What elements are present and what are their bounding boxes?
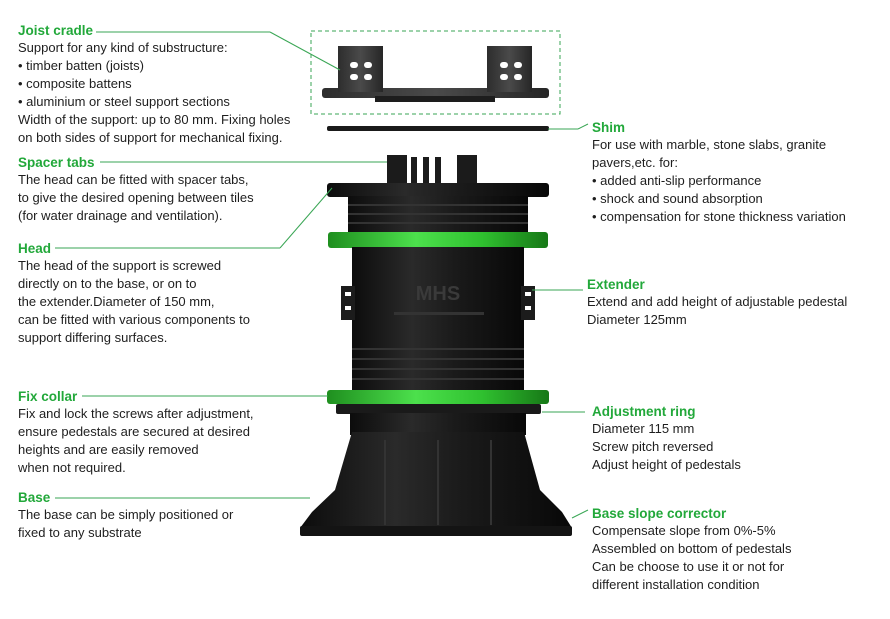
shim xyxy=(327,126,549,131)
joist-cradle-line: on both sides of support for mechanical … xyxy=(18,130,283,145)
shim-line: For use with marble, stone slabs, granit… xyxy=(592,137,827,152)
joist-cradle-line: • aluminium or steel support sections xyxy=(18,94,230,109)
spacer-tabs-title: Spacer tabs xyxy=(18,155,95,170)
joist-cradle xyxy=(322,46,549,102)
extender-line: Diameter 125mm xyxy=(587,312,687,327)
base-slope-corrector-title: Base slope corrector xyxy=(592,506,727,521)
callout-spacer-tabs: Spacer tabs The head can be fitted with … xyxy=(18,154,254,225)
joist-cradle-line: • composite battens xyxy=(18,76,132,91)
brand-logo: MHS xyxy=(416,283,460,305)
head-line: the extender.Diameter of 150 mm, xyxy=(18,294,215,309)
joist-cradle-line: Support for any kind of substructure: xyxy=(18,40,228,55)
joist-cradle-line: • timber batten (joists) xyxy=(18,58,144,73)
callout-extender: Extender Extend and add height of adjust… xyxy=(587,276,847,329)
spacer-tabs xyxy=(387,155,477,187)
joist-cradle-frame xyxy=(310,30,561,115)
joist-cradle-line: Width of the support: up to 80 mm. Fixin… xyxy=(18,112,291,127)
spacer-tabs-line: The head can be fitted with spacer tabs, xyxy=(18,172,249,187)
head-title: Head xyxy=(18,241,52,256)
callout-base-slope-corrector: Base slope corrector Compensate slope fr… xyxy=(592,505,791,594)
base xyxy=(300,413,572,536)
base-slope-corrector-line: Can be choose to use it or not for xyxy=(592,559,785,574)
adjustment-ring-line: Adjust height of pedestals xyxy=(592,457,741,472)
shim-line: • shock and sound absorption xyxy=(592,191,763,206)
fix-collar-ring xyxy=(327,390,549,404)
base-title: Base xyxy=(18,490,51,505)
base-slope-corrector-line: Assembled on bottom of pedestals xyxy=(592,541,792,556)
extender: MHS xyxy=(341,247,535,392)
upper-green-ring xyxy=(328,232,548,248)
head-line: can be fitted with various components to xyxy=(18,312,250,327)
shim-line: pavers,etc. for: xyxy=(592,155,678,170)
callout-head: Head The head of the support is screwed … xyxy=(18,240,250,347)
head-line: directly on to the base, or on to xyxy=(18,276,197,291)
fix-collar-line: Fix and lock the screws after adjustment… xyxy=(18,406,254,421)
shim-line: • added anti-slip performance xyxy=(592,173,762,188)
base-slope-corrector-line: Compensate slope from 0%-5% xyxy=(592,523,776,538)
fix-collar-line: ensure pedestals are secured at desired xyxy=(18,424,250,439)
base-slope-corrector-line: different installation condition xyxy=(592,577,760,592)
shim-line: • compensation for stone thickness varia… xyxy=(592,209,846,224)
head-line: support differing surfaces. xyxy=(18,330,168,345)
head-line: The head of the support is screwed xyxy=(18,258,222,273)
fix-collar-line: heights and are easily removed xyxy=(18,442,199,457)
extender-title: Extender xyxy=(587,277,645,292)
callout-joist-cradle: Joist cradle Support for any kind of sub… xyxy=(18,22,290,147)
leader-lines xyxy=(55,31,589,519)
base-line: The base can be simply positioned or xyxy=(18,507,234,522)
callout-base: Base The base can be simply positioned o… xyxy=(18,489,233,542)
fix-collar-title: Fix collar xyxy=(18,389,78,404)
callout-shim: Shim For use with marble, stone slabs, g… xyxy=(592,119,846,226)
adjustment-ring-line: Screw pitch reversed xyxy=(592,439,714,454)
extender-line: Extend and add height of adjustable pede… xyxy=(587,294,848,309)
adjustment-ring-title: Adjustment ring xyxy=(592,404,696,419)
adjustment-ring xyxy=(336,404,541,414)
adjustment-ring-line: Diameter 115 mm xyxy=(592,421,695,436)
fix-collar-line: when not required. xyxy=(18,460,126,475)
shim-title: Shim xyxy=(592,120,626,135)
joist-cradle-title: Joist cradle xyxy=(18,23,94,38)
callout-adjustment-ring: Adjustment ring Diameter 115 mm Screw pi… xyxy=(592,403,741,474)
head xyxy=(327,183,549,234)
spacer-tabs-line: (for water drainage and ventilation). xyxy=(18,208,223,223)
callout-fix-collar: Fix collar Fix and lock the screws after… xyxy=(18,388,254,477)
base-line: fixed to any substrate xyxy=(18,525,142,540)
spacer-tabs-line: to give the desired opening between tile… xyxy=(18,190,254,205)
